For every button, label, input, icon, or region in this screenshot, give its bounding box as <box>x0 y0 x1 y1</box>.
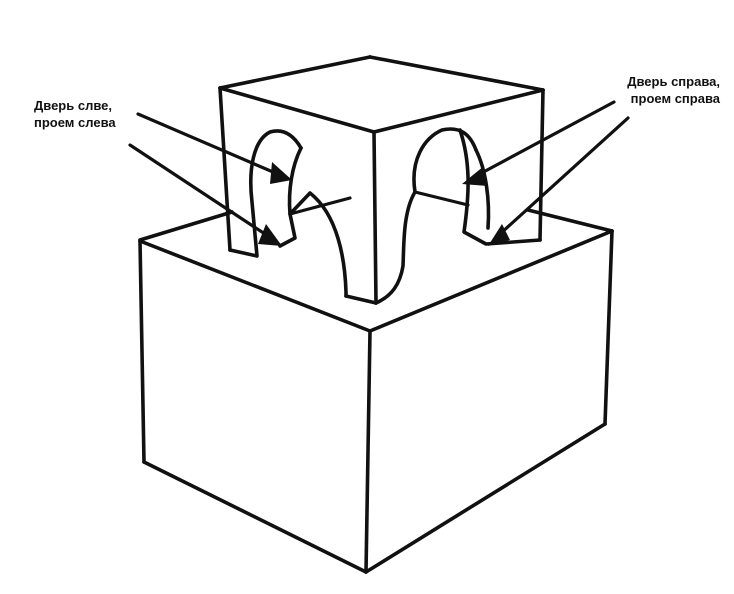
arrow-right-door-shaft <box>474 100 616 178</box>
right-arch-inner <box>458 128 542 246</box>
top-front-right-edge <box>372 88 545 134</box>
annotation-left-line2: проем слева <box>34 115 116 130</box>
top-left-vertical-edge <box>218 86 232 252</box>
base-bottom-left-edge <box>142 460 368 574</box>
top-block <box>218 55 545 305</box>
right-arch-outer <box>412 127 478 194</box>
annotation-left: Дверь слве, проем слева <box>34 97 116 131</box>
left-leg-bottom <box>344 294 378 305</box>
arrow-left-opening-head <box>258 224 282 246</box>
arrow-left-door-shaft <box>136 112 282 177</box>
arrow-left-opening-shaft <box>128 143 270 238</box>
annotation-right: Дверь справа, проем справа <box>608 73 720 107</box>
top-right-vertical-edge <box>538 88 545 242</box>
base-top-front-left-edge <box>138 239 372 333</box>
annotation-right-line2: проем справа <box>630 91 720 106</box>
inner-back-left <box>288 196 352 216</box>
left-arch-inner <box>278 146 303 248</box>
right-leg-front <box>374 190 417 305</box>
arrow-right-door-head <box>462 166 488 186</box>
annotation-left-line1: Дверь слве, <box>34 98 113 113</box>
top-front-left-edge <box>218 86 376 134</box>
base-bottom-right-edge <box>364 422 607 574</box>
base-left-vertical-edge <box>138 239 146 464</box>
right-inner-jamb <box>474 148 491 230</box>
arrow-right-opening-shaft <box>498 116 630 236</box>
arrows-left <box>128 112 292 246</box>
base-top-front-right-edge <box>368 229 614 333</box>
top-back-right-edge <box>368 55 545 92</box>
inner-back-right <box>413 190 470 207</box>
base-block <box>138 208 614 574</box>
base-center-vertical-edge <box>364 329 372 574</box>
arrow-left-door-head <box>270 162 292 184</box>
arrows-right <box>462 100 630 246</box>
annotation-right-line1: Дверь справа, <box>627 74 720 89</box>
left-arch-outer <box>228 129 303 258</box>
top-back-left-edge <box>218 55 372 90</box>
left-leg-front <box>288 191 348 298</box>
base-top-left-edge <box>138 210 234 242</box>
top-center-vertical-edge <box>372 130 378 305</box>
arrow-right-opening-head <box>488 224 510 246</box>
base-right-vertical-edge <box>603 229 614 426</box>
